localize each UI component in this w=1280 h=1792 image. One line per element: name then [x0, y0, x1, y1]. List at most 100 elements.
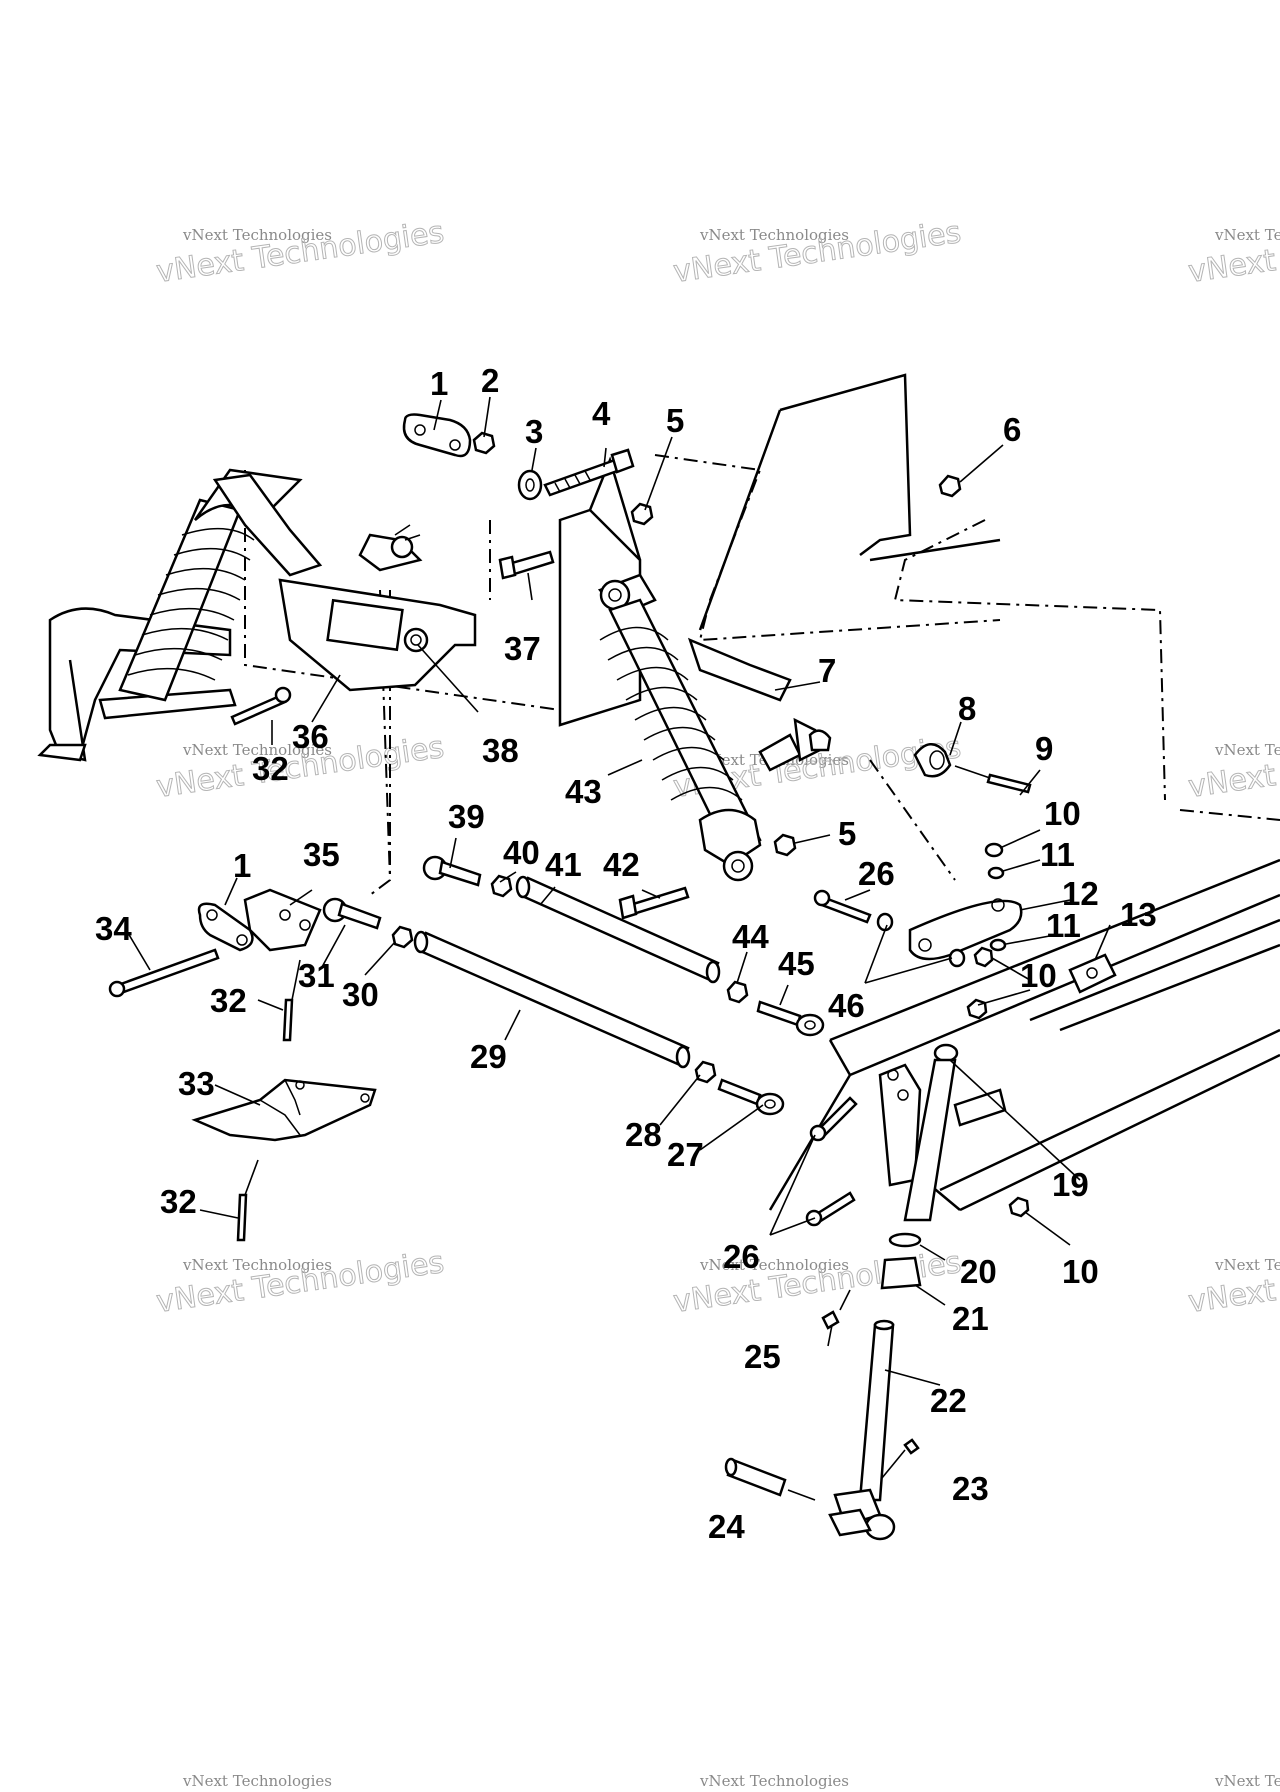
callout-45: 45: [778, 945, 815, 982]
svg-text:vNext Technologies: vNext Technologies: [182, 226, 332, 244]
link-plate-lower: [197, 902, 254, 952]
steering-arm: [908, 898, 1023, 961]
callout-5: 5: [666, 402, 684, 439]
callout-21: 21: [952, 1300, 989, 1337]
watermark-low-right: vNext Technologies vNext Technologies: [1186, 1244, 1280, 1320]
bolt-37: [498, 550, 555, 580]
pin: [986, 773, 1032, 794]
watermark-bottom-right: vNext Technologies: [1214, 1772, 1280, 1790]
svg-text:vNext Technologies: vNext Technologies: [182, 741, 332, 759]
callout-23: 23: [952, 1470, 989, 1507]
watermark-bottom-left: vNext Technologies: [182, 1772, 332, 1790]
bumper-plate: [1068, 953, 1117, 994]
svg-text:vNext Technologies: vNext Technologies: [699, 1256, 849, 1274]
watermark-bottom-center: vNext Technologies: [699, 1772, 849, 1790]
callout-9: 9: [1035, 730, 1053, 767]
bolt-4: [543, 448, 635, 497]
washer: [948, 948, 966, 968]
callout-11-bottom: 11: [1046, 907, 1081, 944]
callout-22: 22: [930, 1382, 967, 1419]
callout-2: 2: [481, 362, 499, 399]
callout-38: 38: [482, 732, 519, 769]
watermark-mid-right: vNext Technologies vNext Technologies: [1186, 729, 1280, 805]
nut: [973, 946, 994, 968]
leader-lines: [127, 396, 1111, 1386]
callout-20: 20: [960, 1253, 997, 1290]
upper-pivot-tube: [687, 637, 832, 772]
bolt-26-lower-2: [805, 1191, 856, 1227]
callout-8: 8: [958, 690, 976, 727]
washer: [517, 469, 543, 501]
watermark-top-left: vNext Technologies vNext Technologies: [154, 214, 447, 290]
callout-39: 39: [448, 798, 485, 835]
washer: [888, 1232, 922, 1248]
callout-19: 19: [1052, 1166, 1089, 1203]
hardware: [402, 413, 1117, 1227]
bushing: [933, 1043, 959, 1063]
rod-end-45: [756, 1000, 825, 1037]
nut: [630, 502, 654, 526]
spindle-assembly: [724, 1043, 1007, 1541]
callout-42: 42: [603, 846, 640, 883]
callout-34: 34: [95, 910, 132, 947]
callout-41: 41: [545, 846, 582, 883]
grease-fitting: [903, 1438, 920, 1455]
callout-6: 6: [1003, 411, 1021, 448]
svg-text:vNext Technologies: vNext Technologies: [1214, 1772, 1280, 1790]
callout-26-bottom: 26: [723, 1238, 760, 1275]
nut: [472, 431, 496, 455]
tie-rod-tube-lower: [413, 930, 691, 1069]
callout-26-top: 26: [858, 855, 895, 892]
svg-text:vNext Technologies: vNext Technologies: [182, 1772, 332, 1790]
screw: [821, 1310, 840, 1330]
callout-29: 29: [470, 1038, 507, 1075]
bushing: [880, 1256, 922, 1290]
callout-28: 28: [625, 1116, 662, 1153]
axle-pin: [724, 1457, 787, 1497]
watermark: vNext Technologies vNext Technologies vN…: [154, 214, 1280, 1790]
callout-labels: 1 2 3 4 5 6 37 7 8 9 10 11 12 11 13 10 1…: [95, 362, 1157, 1545]
callout-1-lower: 1: [233, 847, 251, 884]
callout-35: 35: [303, 836, 340, 873]
spindle: [828, 1319, 896, 1541]
grommet: [913, 743, 952, 778]
jam-nut: [391, 925, 414, 949]
mount-bracket: [243, 888, 322, 952]
tie-rod-assembly: [322, 855, 825, 1116]
washer: [987, 866, 1005, 880]
callout-40: 40: [503, 834, 540, 871]
callout-5-lower: 5: [838, 815, 856, 852]
watermark-top-right: vNext Technologies vNext Technologies: [1186, 214, 1280, 290]
callout-43: 43: [565, 773, 602, 810]
left-side-assembly: [37, 468, 477, 762]
callout-32-bottom: 32: [160, 1183, 197, 1220]
callout-46: 46: [828, 987, 865, 1024]
callout-32-top: 32: [252, 750, 289, 787]
callout-4: 4: [592, 395, 611, 432]
callout-1: 1: [430, 365, 448, 402]
svg-text:vNext Technologies: vNext Technologies: [699, 226, 849, 244]
svg-text:vNext Technologies: vNext Technologies: [182, 1256, 332, 1274]
callout-30: 30: [342, 976, 379, 1013]
callout-44: 44: [732, 918, 769, 955]
jam-nut: [726, 980, 749, 1004]
callout-13: 13: [1120, 896, 1157, 933]
callout-10-bottom: 10: [1062, 1253, 1099, 1290]
callout-36: 36: [292, 718, 329, 755]
callout-3: 3: [525, 413, 543, 450]
jam-nut: [694, 1060, 717, 1084]
callout-31: 31: [298, 957, 335, 994]
callout-10-top: 10: [1044, 795, 1081, 832]
kingpin-housing: [878, 1058, 1007, 1222]
bolt-26-upper: [813, 889, 872, 924]
svg-text:vNext Technologies: vNext Technologies: [1214, 226, 1280, 244]
svg-text:vNext Technologies: vNext Technologies: [699, 1772, 849, 1790]
callout-25: 25: [744, 1338, 781, 1375]
pin: [236, 1193, 248, 1242]
pin: [282, 998, 294, 1042]
nut: [1008, 1196, 1030, 1218]
callout-10-mid: 10: [1020, 957, 1057, 994]
link-plate: [402, 413, 472, 458]
callout-32-mid: 32: [210, 982, 247, 1019]
